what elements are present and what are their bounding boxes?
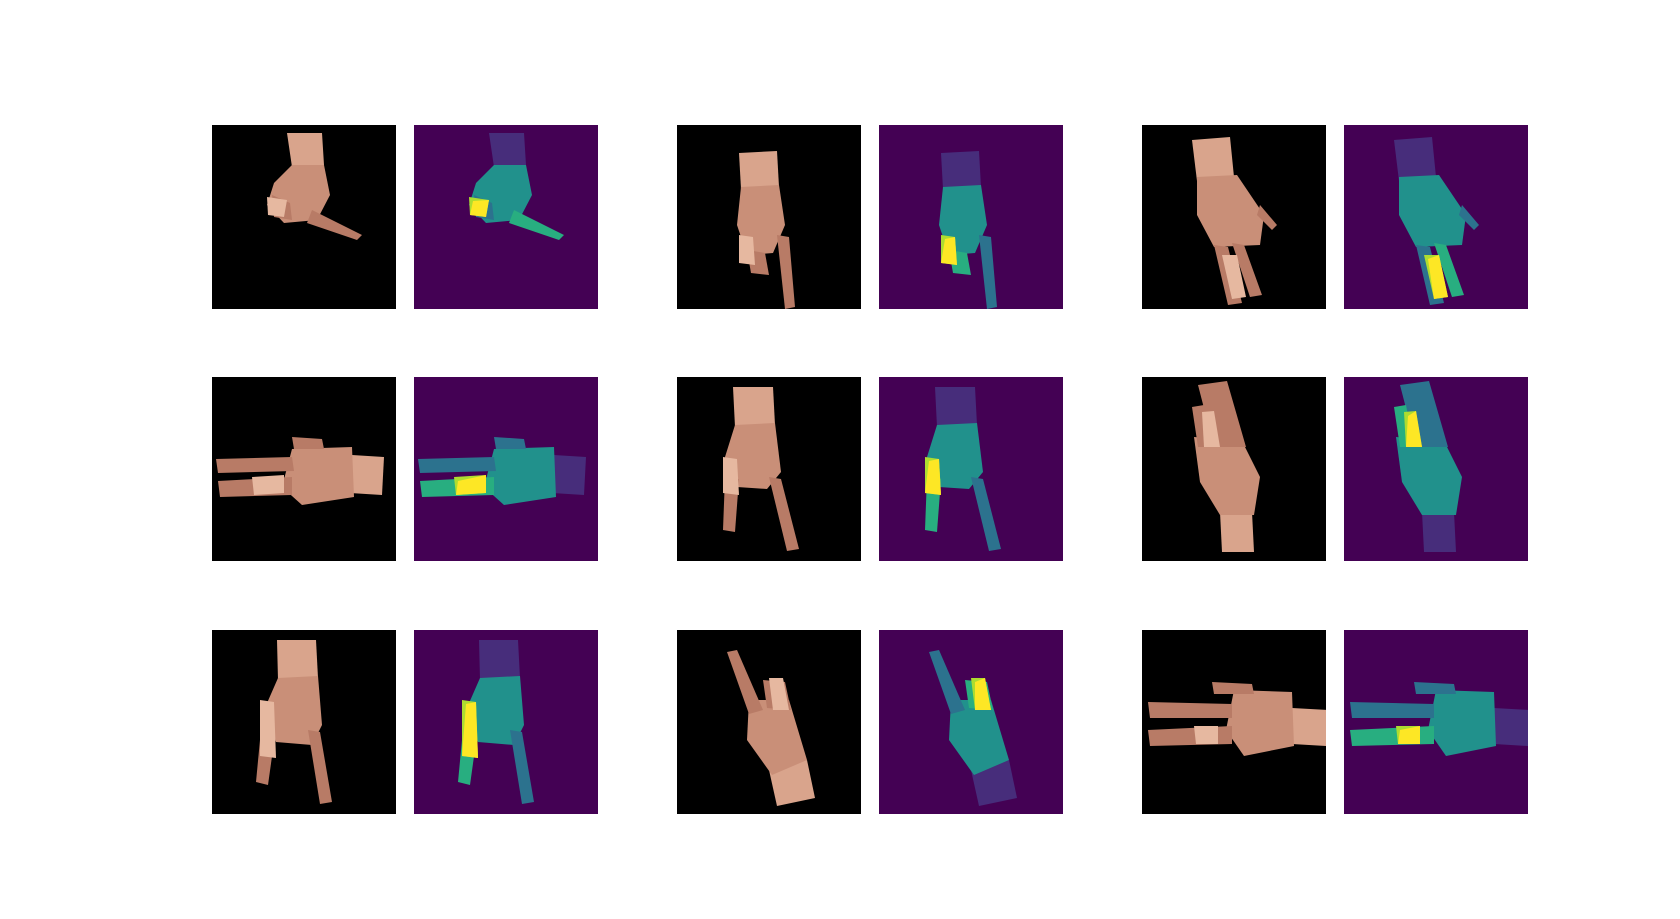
mask-finger-region xyxy=(929,650,965,714)
hand-knuckle xyxy=(260,700,276,758)
mask-wrist-region xyxy=(971,760,1017,806)
hand-finger xyxy=(769,477,799,551)
mask-finger-region xyxy=(509,210,564,240)
hand-wrist xyxy=(1192,137,1234,181)
hand-rgb xyxy=(677,630,861,814)
mask-finger-region xyxy=(1414,682,1456,694)
hand-finger xyxy=(216,457,294,473)
hand-finger xyxy=(1148,702,1232,718)
hand-knuckle xyxy=(723,457,739,495)
hand-wrist xyxy=(1220,512,1254,552)
hand-wrist xyxy=(769,760,815,806)
hand-palm xyxy=(1194,437,1260,515)
mask-palm-region xyxy=(1428,690,1496,756)
mask-wrist-region xyxy=(935,387,977,427)
hand-knuckle xyxy=(739,235,755,265)
hand-rgb xyxy=(677,125,861,309)
mask-finger-region xyxy=(1350,702,1434,718)
hand-palm xyxy=(747,700,807,775)
hand-wrist xyxy=(350,455,384,495)
hand-wrist xyxy=(733,387,775,427)
hand-palm xyxy=(725,423,781,489)
mask-wrist-region xyxy=(489,133,526,167)
hand-segmentation-mask xyxy=(879,630,1063,814)
hand-wrist xyxy=(287,133,324,167)
hand-rgb xyxy=(212,630,396,814)
mask-wrist-region xyxy=(1394,137,1436,181)
mask-palm-region xyxy=(949,700,1009,775)
hand-finger xyxy=(307,210,362,240)
mask-palm-region xyxy=(1396,437,1462,515)
hand-rgb xyxy=(212,377,396,561)
mask-wrist-region xyxy=(1422,512,1456,552)
hand-segmentation-mask xyxy=(1344,377,1528,561)
mask-thumb-region xyxy=(1398,726,1420,744)
hand-finger xyxy=(1212,682,1254,694)
mask-finger-region xyxy=(979,235,997,309)
hand-knuckle xyxy=(769,678,789,710)
mask-wrist-region xyxy=(1494,708,1528,746)
mask-thumb-region xyxy=(1428,255,1448,299)
hand-finger xyxy=(308,730,332,804)
hand-knuckle xyxy=(1202,411,1220,447)
hand-rgb xyxy=(1142,377,1326,561)
mask-thumb-region xyxy=(975,678,991,710)
hand-segmentation-mask xyxy=(1344,630,1528,814)
hand-segmentation-mask xyxy=(414,630,598,814)
mask-wrist-region xyxy=(479,640,520,680)
hand-finger xyxy=(1257,205,1277,230)
hand-segmentation-mask xyxy=(879,125,1063,309)
hand-rgb xyxy=(1142,630,1326,814)
hand-wrist xyxy=(739,151,779,189)
mask-palm-region xyxy=(466,676,524,745)
mask-finger-region xyxy=(1459,205,1479,230)
mask-palm-region xyxy=(484,447,556,505)
hand-palm xyxy=(264,676,322,745)
mask-thumb-region xyxy=(941,237,957,265)
mask-thumb-region xyxy=(462,702,478,758)
hand-segmentation-mask xyxy=(414,377,598,561)
hand-knuckle xyxy=(1194,726,1218,744)
mask-thumb-region xyxy=(925,459,941,495)
mask-thumb-region xyxy=(470,200,489,217)
hand-wrist xyxy=(1292,708,1326,746)
hand-palm xyxy=(1226,690,1294,756)
hand-rgb xyxy=(1142,125,1326,309)
mask-thumb-region xyxy=(456,475,486,495)
mask-finger-region xyxy=(494,437,526,449)
mask-wrist-region xyxy=(552,455,586,495)
mask-wrist-region xyxy=(941,151,981,189)
mask-finger-region xyxy=(971,477,1001,551)
hand-knuckle xyxy=(267,197,287,217)
mask-finger-region xyxy=(510,730,534,804)
hand-knuckle xyxy=(1222,255,1246,299)
mask-thumb-region xyxy=(1406,411,1422,447)
hand-finger xyxy=(727,650,763,714)
mask-palm-region xyxy=(1399,175,1466,247)
hand-wrist xyxy=(277,640,318,680)
hand-segmentation-mask xyxy=(414,125,598,309)
hand-finger xyxy=(1232,243,1262,297)
hand-finger xyxy=(777,235,795,309)
hand-segmentation-mask xyxy=(1344,125,1528,309)
hand-palm xyxy=(282,447,354,505)
hand-palm xyxy=(1197,175,1264,247)
mask-finger-region xyxy=(1434,243,1464,297)
hand-rgb xyxy=(677,377,861,561)
hand-segmentation-mask xyxy=(879,377,1063,561)
hand-rgb xyxy=(212,125,396,309)
hand-knuckle xyxy=(252,475,284,495)
mask-finger-region xyxy=(418,457,496,473)
hand-finger xyxy=(292,437,324,449)
mask-palm-region xyxy=(927,423,983,489)
